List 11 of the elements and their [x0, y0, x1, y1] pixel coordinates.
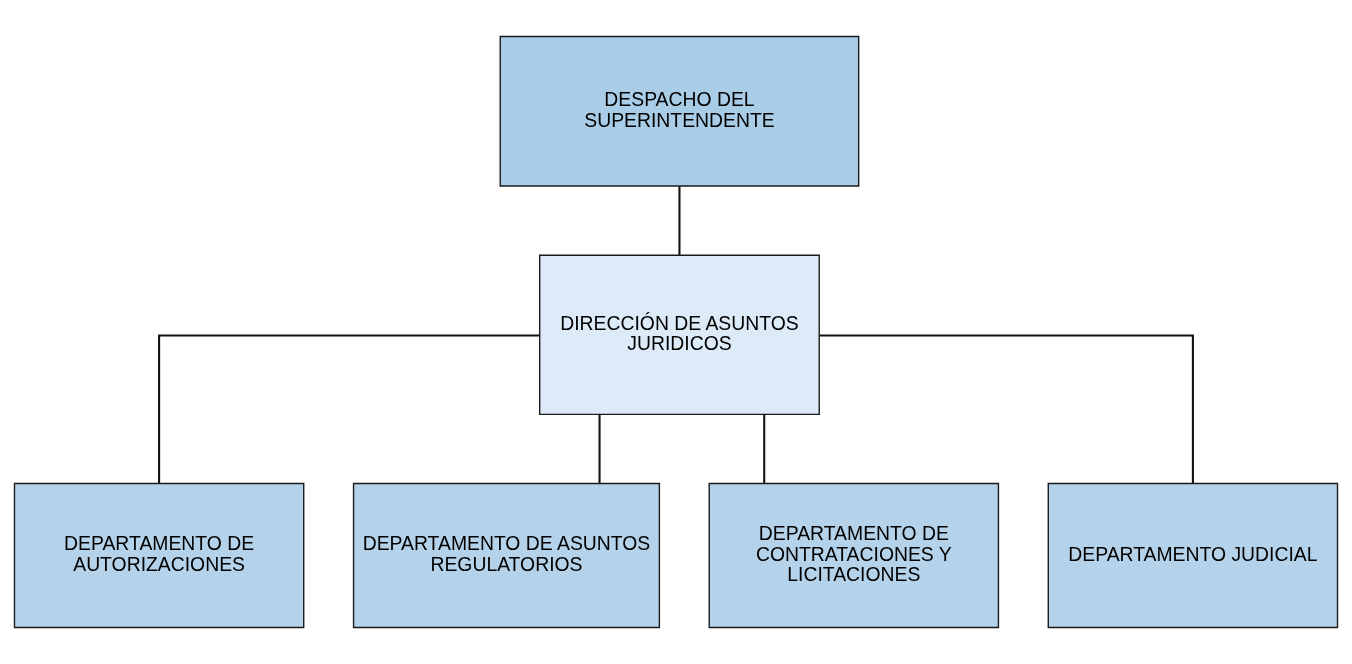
node-box: DEPARTAMENTO DE ASUNTOS REGULATORIOS	[352, 482, 661, 629]
node-box: DESPACHO DEL SUPERINTENDENTE	[499, 35, 860, 187]
connector	[598, 414, 601, 484]
connector	[763, 414, 766, 484]
connector	[678, 186, 681, 255]
node-box: DEPARTAMENTO JUDICIAL	[1047, 482, 1339, 629]
node-box: DEPARTAMENTO DE AUTORIZACIONES	[13, 482, 305, 629]
connector	[158, 334, 540, 484]
node-box: DEPARTAMENTO DE CONTRATACIONES Y LICITACIONES	[708, 482, 1000, 629]
node-box: DIRECCIÓN DE ASUNTOS JURIDICOS	[539, 254, 820, 416]
connector	[819, 334, 1194, 484]
